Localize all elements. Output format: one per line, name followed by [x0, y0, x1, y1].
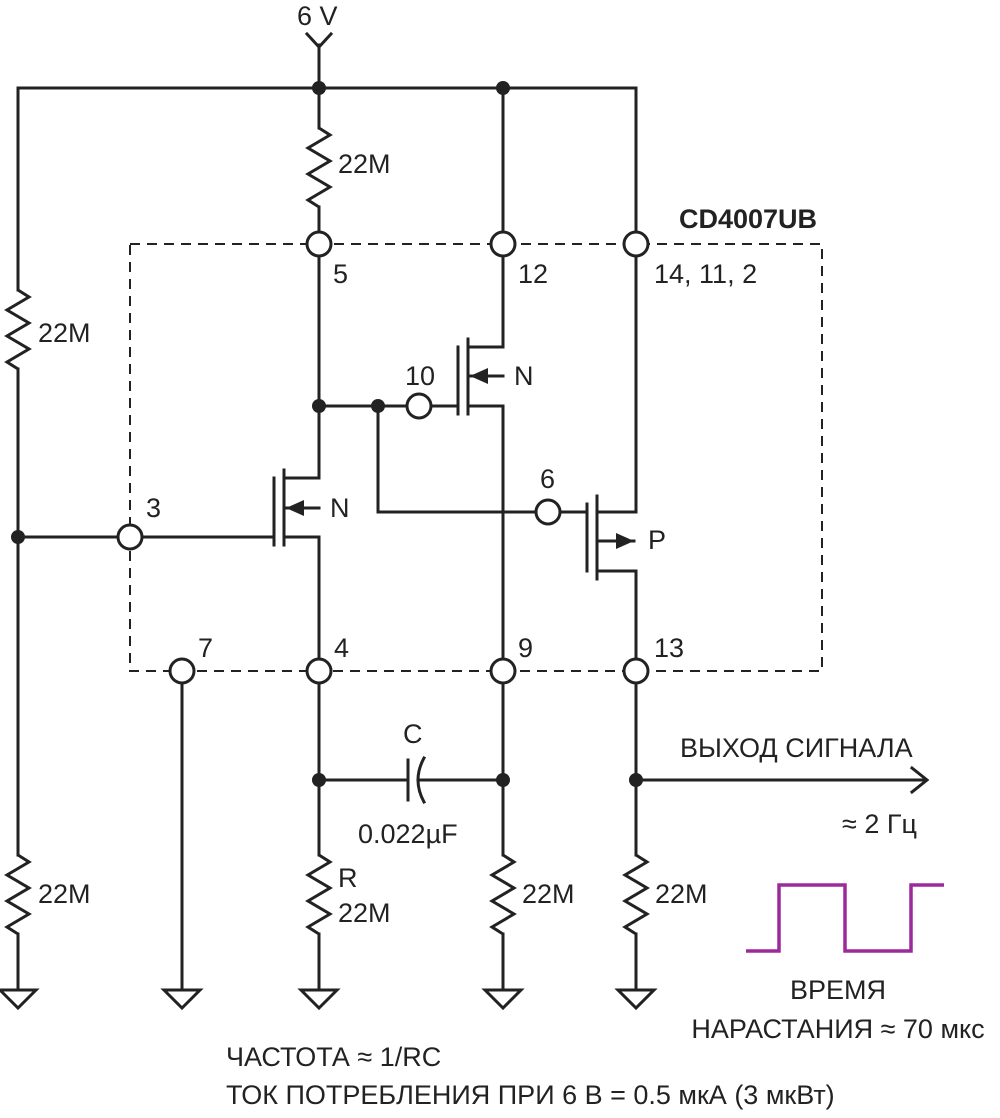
- pin-9: [489, 657, 517, 685]
- pin-14-11-2-label: 14, 11, 2: [654, 259, 757, 289]
- junction-dot: [371, 399, 385, 413]
- n-transistor-upper: [456, 254, 505, 660]
- pin-9-label: 9: [518, 633, 533, 663]
- resistor-left-bottom-label: 22M: [38, 879, 91, 909]
- resistor-left-top: [4, 288, 32, 857]
- resistor-left-top-label: 22M: [38, 318, 91, 348]
- supply-rail: [16, 86, 638, 292]
- wire-node-pin6: [376, 404, 537, 514]
- pin-4: [305, 657, 333, 685]
- pin-5-label: 5: [333, 259, 348, 289]
- resistor-mid-label: 22M: [522, 879, 575, 909]
- pin-13-label: 13: [654, 633, 684, 663]
- resistor-top-label: 22M: [338, 149, 391, 179]
- junction-dot: [496, 773, 510, 787]
- junction-dot: [11, 530, 25, 544]
- capacitor: [317, 755, 505, 805]
- resistor-r-label: R: [338, 863, 358, 893]
- resistor-top: [305, 86, 333, 234]
- ground-icon: [481, 988, 525, 1011]
- junction-dot: [496, 81, 510, 95]
- pin-10: [405, 392, 433, 420]
- pin-4-label: 4: [334, 633, 349, 663]
- pin-13: [622, 657, 650, 685]
- output-label: ВЫХОД СИГНАЛА: [680, 733, 913, 763]
- junction-dot: [629, 773, 643, 787]
- pin-5: [305, 230, 333, 258]
- current-note: ТОК ПОТРЕБЛЕНИЯ ПРИ 6 В = 0.5 мкА (3 мкВ…: [226, 1080, 835, 1110]
- p-transistor: [585, 254, 638, 660]
- pin-6-label: 6: [540, 464, 555, 494]
- supply-symbol: [304, 31, 334, 90]
- rise-time-line1: ВРЕМЯ: [790, 975, 886, 1005]
- junction-dot: [312, 773, 326, 787]
- capacitor-label: C: [403, 719, 423, 749]
- n-transistor-left: [272, 404, 321, 660]
- resistor-right: [622, 853, 650, 990]
- supply-label: 6 V: [297, 1, 338, 31]
- pin-3-label: 3: [146, 493, 161, 523]
- pin-10-label: 10: [405, 361, 435, 391]
- pin-6: [534, 498, 562, 526]
- resistor-r: [305, 853, 333, 990]
- frequency-note: ЧАСТОТА ≈ 1/RC: [226, 1042, 441, 1072]
- junction-dot: [312, 81, 326, 95]
- rise-time-line2: НАРАСТАНИЯ ≈ 70 мкс: [691, 1014, 984, 1044]
- junction-dot: [312, 399, 326, 413]
- chip-outline: [129, 243, 823, 672]
- pin-12: [489, 230, 517, 258]
- capacitor-value: 0.022µF: [358, 819, 458, 849]
- output-frequency: ≈ 2 Гц: [842, 809, 917, 839]
- resistor-r-value: 22M: [338, 898, 391, 928]
- square-wave-waveform: [746, 883, 944, 953]
- chip-label: CD4007UB: [679, 204, 817, 234]
- pin-7: [168, 657, 196, 685]
- output-arrow: [634, 765, 930, 795]
- n-left-label: N: [330, 493, 350, 523]
- resistor-mid: [489, 853, 517, 990]
- p-label: P: [648, 525, 666, 555]
- pin-7-label: 7: [198, 633, 213, 663]
- ground-icon: [297, 988, 341, 1011]
- resistor-left-bottom: [4, 853, 32, 990]
- ground-icon: [160, 988, 204, 1011]
- ground-icon: [614, 988, 658, 1011]
- resistor-right-label: 22M: [655, 879, 708, 909]
- n-upper-label: N: [514, 361, 534, 391]
- pin-14-11-2: [622, 230, 650, 258]
- ground-icon: [0, 988, 40, 1011]
- pin-12-label: 12: [518, 259, 548, 289]
- pin-3: [116, 523, 144, 551]
